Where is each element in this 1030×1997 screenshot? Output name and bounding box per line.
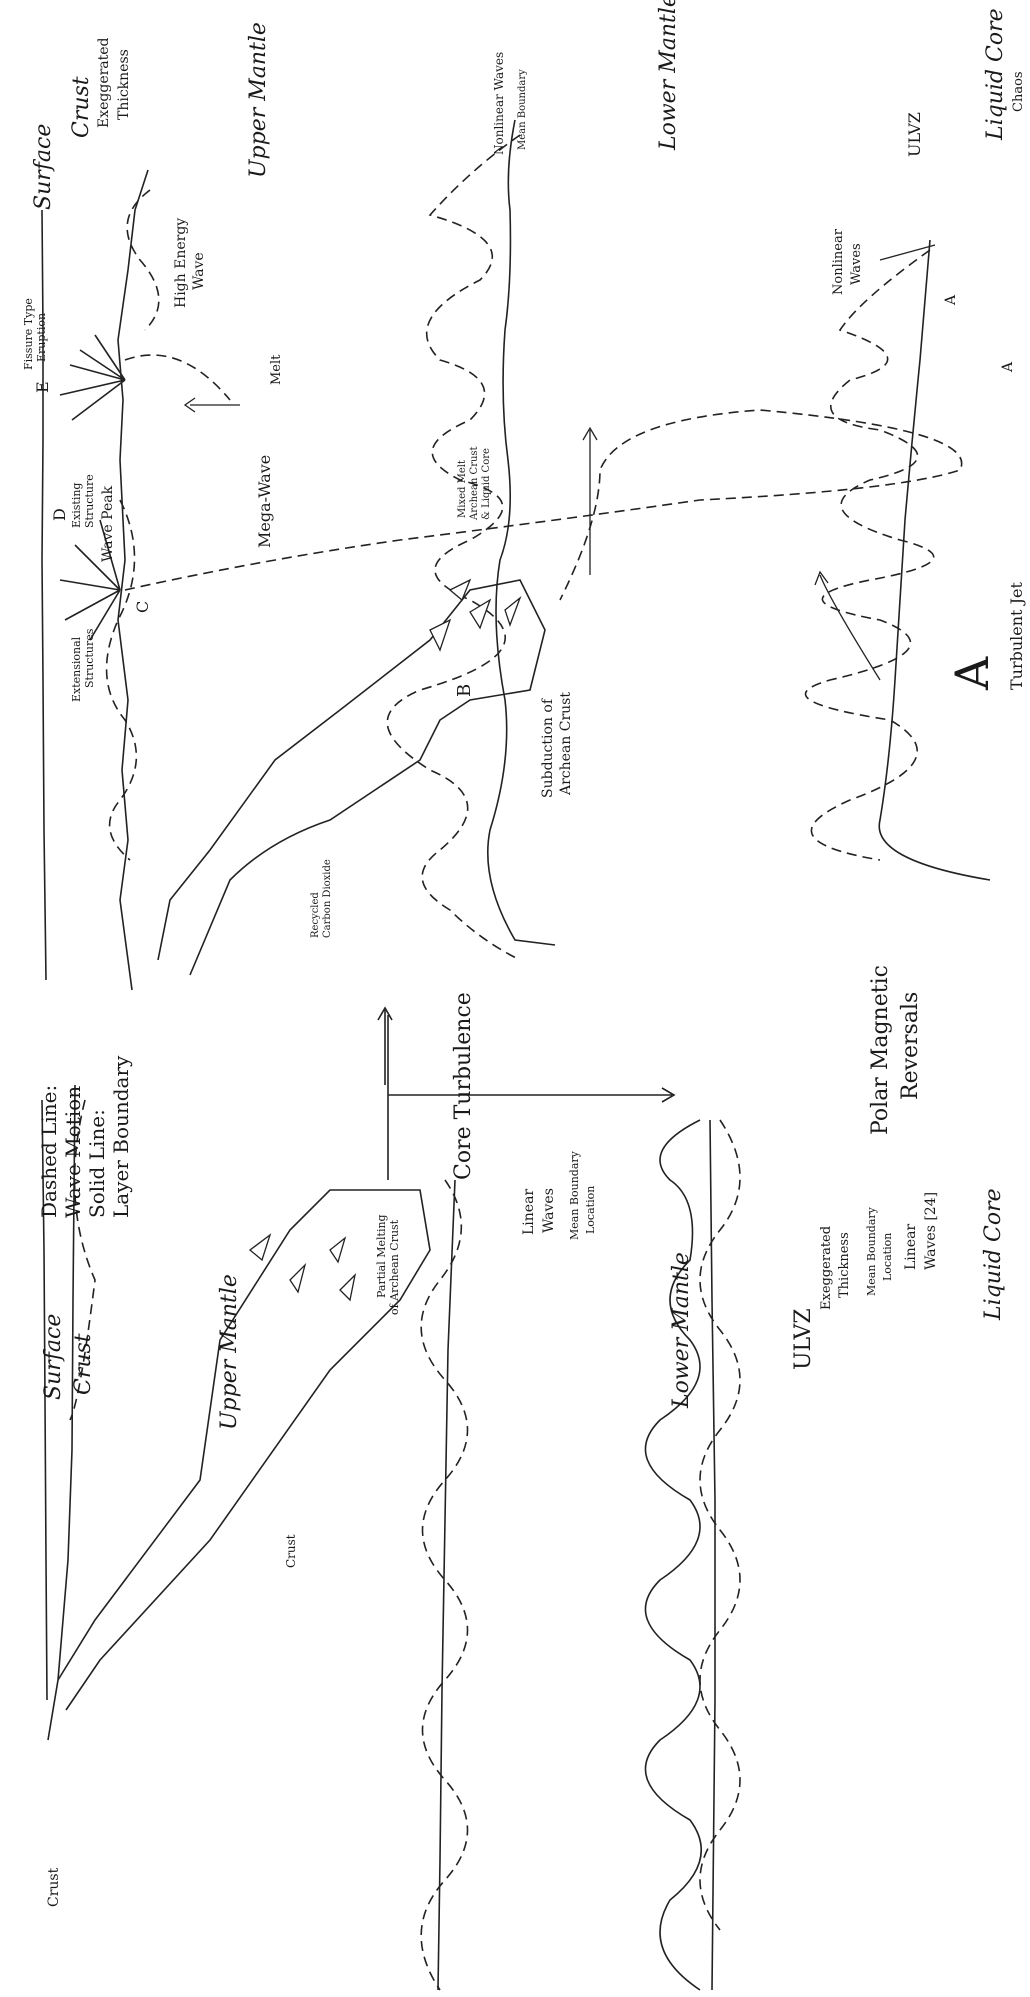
top-high-energy-2: Wave (191, 252, 207, 290)
bottom-upper-mantle-label: Upper Mantle (217, 1274, 242, 1430)
bottom-ulvz-label: ULVZ (791, 1308, 816, 1370)
top-crust-label: Crust (69, 76, 94, 138)
bottom-lower-mantle-label: Lower Mantle (669, 1252, 694, 1409)
top-subduction-1: Subduction of (540, 697, 556, 798)
top-fissure-1: Fissure Type (22, 298, 35, 370)
legend-dashed-sub: Wave Motion (61, 1086, 85, 1218)
top-mixed-melt-3: & Liquid Core (481, 448, 492, 520)
top-chaos-label: Chaos (1011, 71, 1026, 112)
top-label-a-small-2: A (1000, 361, 1016, 373)
top-mean-boundary-label: Mean Boundary (517, 69, 528, 150)
top-label-a-small-1: A (943, 294, 959, 306)
top-surface-label: Surface (31, 124, 56, 210)
core-turbulence-label: Core Turbulence (451, 992, 476, 1180)
legend-solid: Solid Line: (85, 1109, 109, 1218)
top-ulvz-label: ULVZ (905, 112, 924, 157)
bottom-crust-left-label: Crust (46, 1867, 62, 1907)
bottom-linear-waves-core-1: Linear (903, 1224, 919, 1270)
bottom-partial-melting-1: Partial Melting (375, 1214, 388, 1298)
bottom-mean-boundary-2: Location (584, 1186, 597, 1234)
top-recycled-2: Carbon Dioxide (322, 859, 333, 938)
bottom-linear-waves-2: Waves (541, 1188, 557, 1233)
top-fissure-2: Eruption (35, 313, 48, 362)
bottom-liquid-core-label: Liquid Core (981, 1188, 1006, 1321)
top-lower-mantle-label: Lower Mantle (656, 0, 681, 151)
bottom-linear-waves-1: Linear (521, 1189, 537, 1235)
bottom-slab-crust-label: Crust (284, 1534, 298, 1568)
top-turbulent-jet-label: Turbulent Jet (1007, 582, 1026, 690)
top-extensional-2: Structures (83, 628, 96, 688)
top-existing-1: Existing (70, 483, 83, 528)
top-label-c: C (133, 601, 152, 613)
bottom-mean-boundary-core-1: Mean Boundary (865, 1206, 878, 1296)
bottom-surface-label: Surface (41, 1314, 66, 1400)
top-wave-peak-label: Wave Peak (100, 485, 116, 562)
top-label-a-big: A (945, 656, 999, 691)
top-mixed-melt-2: Archean Crust (469, 446, 480, 521)
top-label-e: E (33, 381, 52, 393)
bottom-linear-waves-core-2: Waves [24] (923, 1192, 939, 1270)
top-mixed-melt-1: Mixed Melt (457, 460, 468, 518)
top-nonlinear-waves-label: Nonlinear Waves (492, 52, 506, 155)
bottom-partial-melting-2: of Archean Crust (388, 1219, 401, 1315)
top-recycled-1: Recycled (310, 892, 321, 938)
bottom-ulvz-sub-2: Thickness (837, 1232, 852, 1298)
top-mega-wave-label: Mega-Wave (255, 455, 274, 548)
bottom-mean-boundary-1: Mean Boundary (568, 1150, 581, 1240)
top-nonlinear-core-2: Waves (849, 243, 864, 285)
top-high-energy-1: High Energy (173, 218, 189, 308)
top-subduction-2: Archean Crust (558, 692, 574, 796)
top-extensional-1: Extensional (70, 636, 83, 702)
bottom-mean-boundary-core-2: Location (881, 1233, 894, 1281)
top-liquid-core-label: Liquid Core (983, 8, 1008, 141)
top-melt-label: Melt (269, 354, 284, 385)
bottom-crust-label: Crust (71, 1333, 96, 1395)
legend-solid-sub: Layer Boundary (109, 1055, 133, 1218)
bottom-ulvz-sub-1: Exeggerated (819, 1226, 834, 1310)
top-upper-mantle-label: Upper Mantle (246, 22, 271, 178)
top-crust-sub-1: Exeggerated (96, 37, 112, 128)
polar-reversals-1: Polar Magnetic (868, 965, 893, 1135)
top-crust-sub-2: Thickness (116, 49, 132, 120)
polar-reversals-2: Reversals (898, 992, 923, 1100)
top-existing-2: Structure (83, 474, 96, 528)
top-label-b: B (454, 684, 475, 697)
top-label-d: D (50, 508, 69, 521)
legend-dashed: Dashed Line: (37, 1085, 61, 1218)
top-nonlinear-core-1: Nonlinear (831, 228, 846, 295)
